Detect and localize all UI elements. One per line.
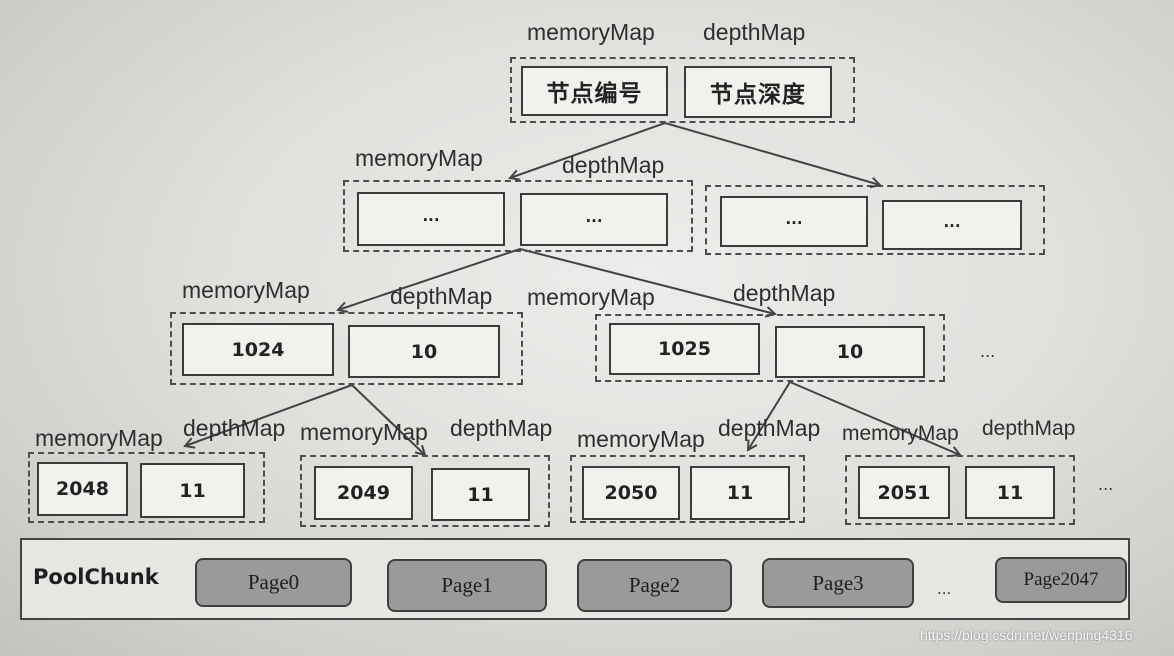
- l2-right-depth-cell: ...: [882, 200, 1022, 250]
- l4-a-memorymap-label: memoryMap: [35, 425, 163, 451]
- page-3: Page3: [762, 558, 914, 608]
- edge-root-to-right: [664, 122, 880, 185]
- node-2049-depth-cell: 11: [431, 468, 530, 521]
- root-node-depth-cell: 节点深度: [684, 66, 832, 118]
- l4-c-memorymap-label: memoryMap: [577, 426, 705, 452]
- edge-1025-to-2050: [748, 381, 791, 450]
- page-2: Page2: [577, 559, 732, 612]
- l3-more-ellipsis: ...: [980, 342, 996, 361]
- edge-root-to-left: [510, 122, 666, 178]
- node-2050-memory-cell: 2050: [582, 466, 680, 520]
- pages-more-ellipsis: ...: [937, 580, 952, 598]
- node-2051-memory-cell: 2051: [858, 466, 950, 519]
- edge-1024-to-2048: [185, 384, 353, 446]
- l4-d-depthmap-label: depthMap: [982, 417, 1076, 440]
- tree-node-1025: 1025 10: [595, 314, 945, 382]
- edge-l2-to-1025: [519, 248, 775, 314]
- node-2049-memory-cell: 2049: [314, 466, 413, 520]
- node-1025-memory-cell: 1025: [609, 323, 760, 375]
- source-watermark: https://blog.csdn.net/wenping4316: [920, 627, 1133, 643]
- edge-1025-to-2051: [789, 381, 960, 455]
- tree-node-2049: 2049 11: [300, 455, 550, 527]
- tree-node-2050: 2050 11: [570, 455, 805, 523]
- l2-left-depthmap-label: depthMap: [562, 152, 665, 178]
- page-2047: Page2047: [995, 557, 1127, 603]
- tree-node-1024: 1024 10: [170, 312, 523, 385]
- l4-b-depthmap-label: depthMap: [450, 415, 553, 441]
- l4-a-depthmap-label: depthMap: [183, 415, 286, 441]
- node-2050-depth-cell: 11: [690, 466, 790, 520]
- node-2048-depth-cell: 11: [140, 463, 245, 518]
- l4-b-memorymap-label: memoryMap: [300, 419, 428, 445]
- node-2048-memory-cell: 2048: [37, 462, 128, 516]
- tree-node-l2-right: ... ...: [705, 185, 1045, 255]
- edge-l2-to-1024: [338, 248, 521, 310]
- l2-left-memorymap-label: memoryMap: [355, 145, 483, 171]
- page-0: Page0: [195, 558, 352, 607]
- l3-right-depthmap-label: depthMap: [733, 280, 836, 306]
- node-2051-depth-cell: 11: [965, 466, 1055, 519]
- root-depthmap-label: depthMap: [703, 19, 806, 45]
- l3-left-memorymap-label: memoryMap: [182, 277, 310, 303]
- root-node-number-cell: 节点编号: [521, 66, 668, 116]
- l3-right-memorymap-label: memoryMap: [527, 284, 655, 310]
- tree-node-root: 节点编号 节点深度: [510, 57, 855, 123]
- root-memorymap-label: memoryMap: [527, 19, 655, 45]
- l4-more-ellipsis: ...: [1098, 475, 1114, 494]
- l2-right-memory-cell: ...: [720, 196, 868, 247]
- l3-left-depthmap-label: depthMap: [390, 283, 493, 309]
- tree-node-2051: 2051 11: [845, 455, 1075, 525]
- pool-chunk: PoolChunk Page0 Page1 Page2 Page3 ... Pa…: [20, 538, 1130, 620]
- page-1: Page1: [387, 559, 547, 612]
- pool-chunk-label: PoolChunk: [33, 565, 159, 589]
- edge-1024-to-2049: [351, 384, 425, 455]
- l2-left-depth-cell: ...: [520, 193, 668, 246]
- node-1025-depth-cell: 10: [775, 326, 925, 378]
- l4-d-memorymap-label: memoryMap: [842, 422, 959, 445]
- l4-c-depthmap-label: depthMap: [718, 415, 821, 441]
- node-1024-depth-cell: 10: [348, 325, 500, 378]
- tree-node-l2-left: ... ...: [343, 180, 693, 252]
- tree-node-2048: 2048 11: [28, 452, 265, 523]
- l2-left-memory-cell: ...: [357, 192, 505, 246]
- node-1024-memory-cell: 1024: [182, 323, 334, 376]
